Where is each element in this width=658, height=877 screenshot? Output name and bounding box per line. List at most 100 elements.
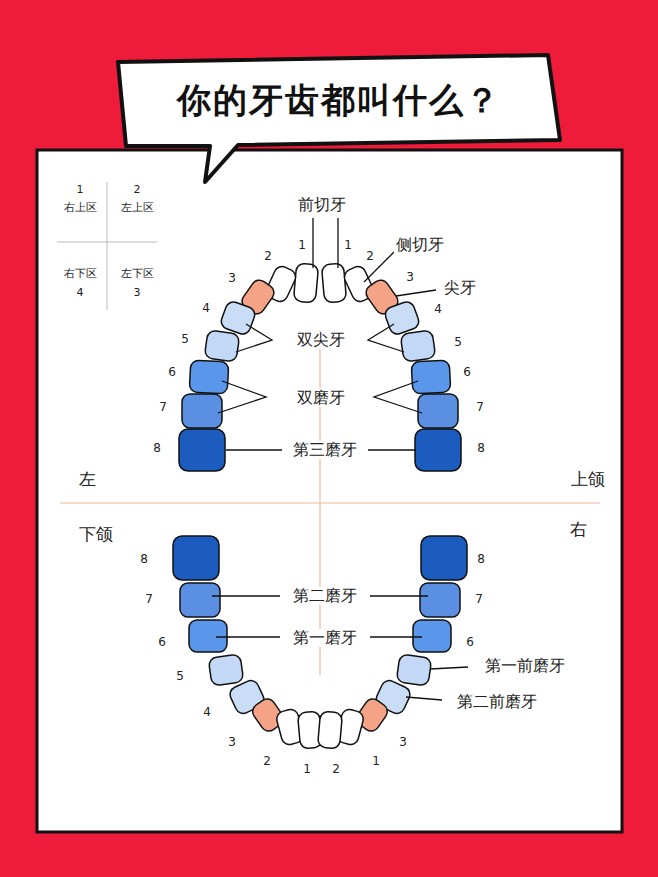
tooth-chart-part [189,360,229,394]
tooth-chart-part [216,636,280,637]
tooth-label: 第二磨牙 [291,587,359,605]
callout-number: 5 [179,333,191,347]
callout-number: 4 [432,303,444,317]
tooth-chart-part [180,583,220,617]
tooth-chart-part [189,360,229,394]
callout-number: 4 [200,302,212,316]
callout-number: 3 [404,271,416,285]
tooth-chart-part [182,394,222,428]
tooth-label: 第二前磨牙 [455,693,539,711]
tooth-chart-part [107,182,108,310]
teeth [173,263,467,749]
tooth-chart-part [179,429,225,471]
tooth-chart-part [406,697,442,700]
callout-number: 3 [226,736,238,750]
callout-number: 7 [157,401,169,415]
tooth-chart-part [421,536,467,580]
callout-number: 7 [473,593,485,607]
tooth-chart-part [189,620,227,652]
callout-number: 1 [301,763,313,777]
tooth-chart-part [374,381,422,413]
tooth-label: 第一前磨牙 [483,657,567,675]
center-lines [60,330,600,675]
callout-number: 2 [261,755,273,769]
callout-number: 5 [174,670,186,684]
tooth-chart-part [293,263,318,303]
tooth-chart-part [319,330,320,675]
callout-number: 6 [461,366,473,380]
tooth-chart-part [383,300,421,337]
tooth-chart-part [413,620,451,652]
tooth-label: 下颌 [77,525,115,545]
tooth-label: 第三磨牙 [291,441,359,459]
tooth-chart-part [293,263,318,303]
tooth-chart-part [411,360,451,394]
tooth-label: 前切牙 [296,196,348,214]
tooth-chart-part [413,620,451,652]
tooth-chart-part [180,583,220,617]
tooth-chart-part [421,536,467,580]
callout-number: 1 [370,755,382,769]
callout-number: 7 [474,401,486,415]
tooth-chart-part [383,300,421,337]
tooth-chart-part [173,536,219,580]
tooth-label: 右 [568,520,589,540]
tooth-chart-part [317,711,342,749]
callout-number: 4 [201,706,213,720]
tooth-chart-part [411,360,451,394]
callout-number: 2 [132,184,143,197]
callout-number: 5 [452,336,464,350]
tooth-chart-part [396,654,432,686]
tooth-chart-part [218,381,266,413]
tooth-chart-part [312,218,313,268]
callout-number: 2 [330,763,342,777]
callout-number: 3 [132,287,143,300]
tooth-chart-part [236,324,272,352]
panel [37,150,622,832]
tooth-chart-part [208,654,244,686]
tooth-label: 双磨牙 [295,389,347,407]
tooth-chart-part [179,429,225,471]
tooth-label: 左 [77,470,98,490]
tooth-chart-part [400,330,436,362]
callout-number: 1 [296,239,308,253]
callout-number: 1 [75,184,86,197]
tooth-chart-part [415,429,461,471]
tooth-chart-part [204,330,240,362]
callout-number: 2 [262,250,274,264]
tooth-chart-part [418,394,458,428]
callout-number: 8 [475,442,487,456]
callout-number: 右下区 [62,268,99,281]
callout-number: 6 [166,366,178,380]
tooth-label: 第一磨牙 [291,629,359,647]
tooth-chart-part [337,218,338,268]
tooth-chart-part [173,536,219,580]
callout-number: 4 [75,287,86,300]
tooth-chart-part [212,595,280,596]
callout-number: 6 [156,636,168,650]
tooth-chart-part [204,330,240,362]
tooth-chart-part [420,583,460,617]
callout-number: 8 [151,442,163,456]
tooth-chart-part [400,330,436,362]
tooth-chart-part [317,711,342,749]
leader-lines [212,218,468,700]
callout-number: 8 [475,553,487,567]
callout-number: 1 [342,239,354,253]
tooth-chart-part [370,595,428,596]
tooth-chart-part [321,263,346,303]
tooth-label: 双尖牙 [295,331,347,349]
tooth-chart-part [368,324,404,352]
quadrant-cross [57,182,157,310]
tooth-chart-part [420,583,460,617]
tooth-chart-part [57,242,157,243]
tooth-chart-part [368,449,416,450]
tooth-chart-part [182,394,222,428]
speech-bubble [118,55,560,182]
tooth-chart-part [208,654,244,686]
callout-number: 左下区 [119,268,156,281]
tooth-chart-part [396,290,436,296]
callout-number: 3 [226,272,238,286]
tooth-label: 上颌 [569,470,607,490]
callout-number: 2 [364,250,376,264]
